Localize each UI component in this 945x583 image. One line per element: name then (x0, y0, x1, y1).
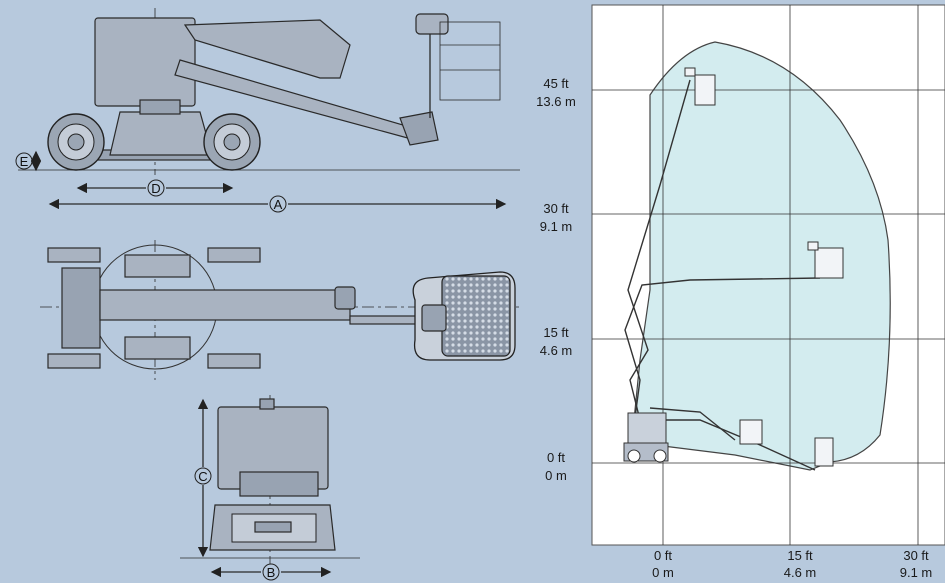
top-wheel-rr (207, 353, 261, 369)
basket-mid (739, 419, 763, 445)
height-tick-0ft: 0 ft (547, 450, 565, 465)
top-wheel-fr (207, 247, 261, 263)
working-envelope (631, 41, 891, 471)
height-tick-15ft: 15 ft (543, 325, 569, 340)
top-counterweight (61, 267, 101, 349)
top-wheel-rl (47, 353, 101, 369)
height-tick-4-6m: 4.6 m (540, 343, 573, 358)
height-tick-9-1m: 9.1 m (540, 219, 573, 234)
top-wheel-fl (47, 247, 101, 263)
dimension-b-label: B (267, 565, 276, 580)
reach-tick-30ft: 30 ft (903, 548, 929, 563)
top-jib (349, 315, 421, 325)
front-wheel (47, 113, 105, 171)
basket-below-grade (814, 437, 834, 467)
reach-tick-15ft: 15 ft (787, 548, 813, 563)
dimension-d-marker (147, 179, 165, 197)
platform-floor-mesh (441, 275, 511, 357)
chart-machine (623, 412, 669, 463)
reach-tick-0ft: 0 ft (654, 548, 672, 563)
front-view: C B (180, 395, 360, 581)
basket-max-height (694, 74, 716, 106)
reach-tick-4-6m: 4.6 m (784, 565, 817, 580)
baskets (684, 67, 844, 467)
side-view: E D A (15, 8, 520, 213)
riser-boom (183, 19, 351, 79)
basket-horizontal (814, 247, 844, 279)
dimension-a-marker (269, 195, 287, 213)
rear-wheel (203, 113, 261, 171)
height-tick-13-6m: 13.6 m (536, 94, 576, 109)
dimension-c-marker (194, 467, 212, 485)
dimension-b-marker (262, 563, 280, 581)
boom-positions (624, 79, 821, 471)
platform-basket (439, 21, 501, 101)
slew-ring (139, 99, 181, 115)
jib-head (415, 13, 449, 35)
dimension-c-label: C (198, 469, 207, 484)
dimension-e-marker (15, 152, 33, 170)
front-turntable (239, 471, 319, 497)
boom-tip (399, 111, 439, 146)
boom-position-max-height (627, 79, 691, 441)
reach-tick-9-1m: 9.1 m (900, 565, 933, 580)
height-tick-30ft: 30 ft (543, 201, 569, 216)
reach-axis-labels: 0 ft 0 m 15 ft 4.6 m 30 ft 9.1 m (652, 548, 932, 580)
dimension-e-label: E (20, 154, 29, 169)
boom-position-horizontal (624, 277, 821, 441)
working-range-chart (591, 4, 945, 546)
top-boom (99, 289, 351, 321)
boom-position-below-grade (645, 419, 816, 471)
reach-tick-0m: 0 m (652, 565, 674, 580)
height-axis-labels: 45 ft 13.6 m 30 ft 9.1 m 15 ft 4.6 m 0 f… (536, 76, 576, 483)
height-tick-0m: 0 m (545, 468, 567, 483)
top-view (40, 240, 520, 380)
turntable-base (109, 111, 213, 156)
dimension-a-label: A (274, 197, 283, 212)
height-tick-45ft: 45 ft (543, 76, 569, 91)
dimension-d-label: D (151, 181, 160, 196)
